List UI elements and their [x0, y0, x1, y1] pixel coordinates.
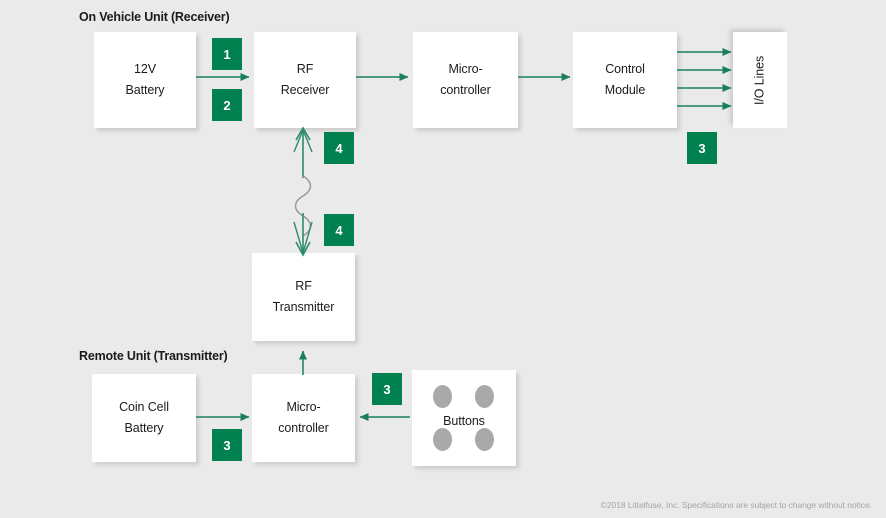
block-microcontroller-receiver-line1: Micro-: [448, 62, 483, 77]
block-rf-transmitter-line1: RF: [295, 279, 312, 294]
block-control-module-line1: Control: [605, 62, 645, 77]
badge-io-lines-3[interactable]: 3: [687, 132, 717, 164]
block-io-lines[interactable]: I/O Lines: [733, 32, 787, 128]
block-rf-receiver-line2: Receiver: [280, 83, 330, 97]
badge-buttons-3[interactable]: 3: [372, 373, 402, 405]
rf-wave-icon: [294, 175, 312, 237]
block-coin-cell-battery[interactable]: Coin Cell Battery: [92, 374, 196, 462]
block-rf-transmitter-line2: Transmitter: [272, 300, 335, 314]
button-dot-bottom-left[interactable]: [433, 428, 452, 451]
button-dot-top-right[interactable]: [475, 385, 494, 408]
block-12v-battery-line1: 12V: [134, 62, 156, 77]
badge-coin-cell-3[interactable]: 3: [212, 429, 242, 461]
block-coin-cell-battery-line1: Coin Cell: [119, 400, 169, 415]
block-microcontroller-transmitter[interactable]: Micro- controller: [252, 374, 355, 462]
badge-battery-rf-2[interactable]: 2: [212, 89, 242, 121]
block-microcontroller-transmitter-line1: Micro-: [286, 400, 321, 415]
block-12v-battery[interactable]: 12V Battery: [94, 32, 196, 128]
badge-antenna-receiver-4[interactable]: 4: [324, 132, 354, 164]
block-microcontroller-receiver-line2: controller: [440, 83, 491, 97]
receiver-section-caption: On Vehicle Unit (Receiver): [79, 10, 230, 24]
badge-antenna-transmitter-4[interactable]: 4: [324, 214, 354, 246]
badge-battery-rf-1[interactable]: 1: [212, 38, 242, 70]
transmitter-section-caption: Remote Unit (Transmitter): [79, 349, 228, 363]
antenna-receiver-icon: [293, 126, 313, 178]
block-rf-receiver[interactable]: RF Receiver: [254, 32, 356, 128]
block-12v-battery-line2: Battery: [125, 83, 165, 97]
button-dot-bottom-right[interactable]: [475, 428, 494, 451]
block-coin-cell-battery-line2: Battery: [124, 421, 164, 435]
block-io-lines-label: I/O Lines: [752, 55, 767, 105]
button-dot-top-left[interactable]: [433, 385, 452, 408]
block-microcontroller-transmitter-line2: controller: [278, 421, 329, 435]
block-rf-receiver-line1: RF: [296, 62, 314, 77]
copyright-footer: ©2018 Littelfuse, Inc. Specifications ar…: [600, 500, 872, 510]
block-buttons[interactable]: Buttons: [412, 370, 516, 466]
block-microcontroller-receiver[interactable]: Micro- controller: [413, 32, 518, 128]
antenna-transmitter-icon: [293, 213, 313, 257]
block-control-module-line2: Module: [604, 83, 646, 97]
block-control-module[interactable]: Control Module: [573, 32, 677, 128]
block-buttons-label: Buttons: [443, 414, 485, 428]
block-rf-transmitter[interactable]: RF Transmitter: [252, 253, 355, 341]
